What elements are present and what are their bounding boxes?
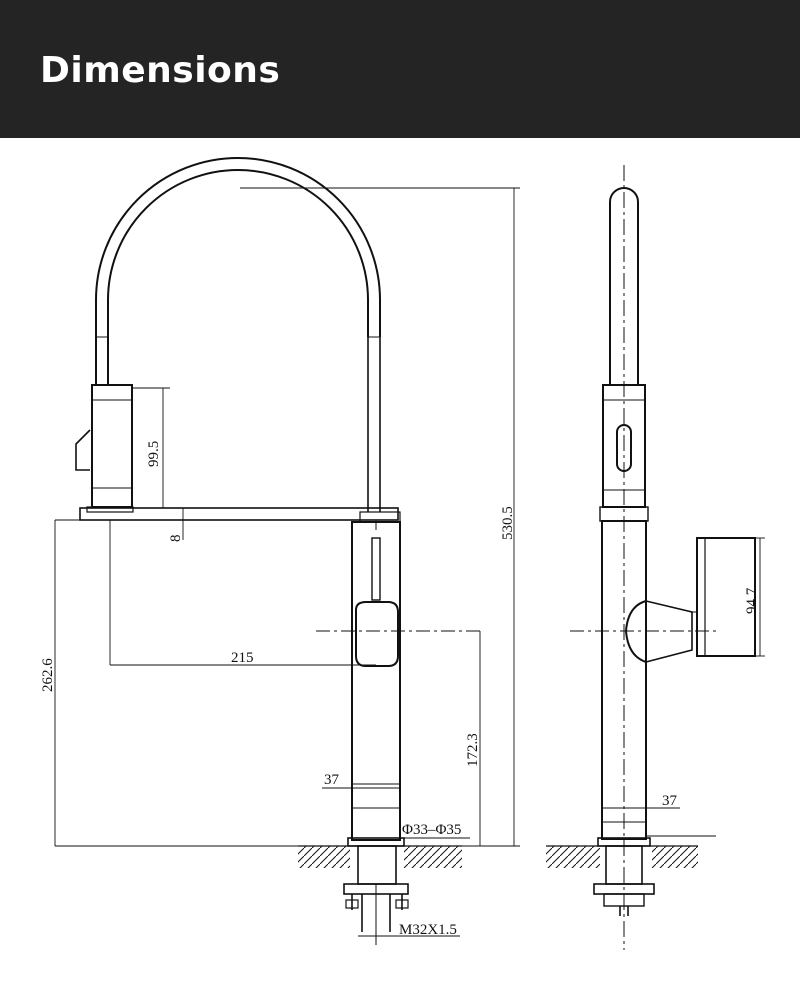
dim-handle-depth: 94.7 (744, 587, 760, 614)
handle-lever (371, 537, 381, 601)
side-spout (609, 187, 639, 385)
countertop-side-left (546, 846, 600, 868)
spray-head (91, 384, 133, 508)
countertop-left (298, 846, 350, 868)
dim-overall-height: 530.5 (500, 506, 516, 540)
dim-mount-hole: Φ33–Φ35 (402, 822, 461, 838)
dim-deck-thickness: 8 (168, 535, 184, 543)
side-spray-button (616, 424, 632, 472)
shank (357, 845, 397, 885)
side-body (601, 520, 647, 840)
header-bar: Dimensions (0, 0, 800, 138)
dim-body-diameter-front: 37 (324, 772, 340, 788)
dim-handle-height: 172.3 (465, 733, 481, 767)
dim-thread: M32X1.5 (399, 922, 457, 938)
dimension-labels: 99.5 8 530.5 262.6 215 172.3 37 Φ33–Φ35 … (40, 441, 760, 938)
spout-arch (95, 157, 381, 385)
faucet-technical-drawing: 99.5 8 530.5 262.6 215 172.3 37 Φ33–Φ35 … (40, 157, 765, 950)
dim-spout-reach: 215 (231, 650, 254, 666)
faucet-body (351, 521, 401, 841)
countertop-right (404, 846, 462, 868)
side-view (546, 165, 765, 950)
page-title: Dimensions (40, 50, 281, 91)
handle-base (355, 601, 399, 667)
spray-button (75, 429, 91, 471)
holder-bar (79, 507, 399, 521)
dim-spout-height: 262.6 (40, 658, 56, 692)
front-view (54, 157, 520, 945)
countertop-side-right (652, 846, 698, 868)
side-handle-lever (696, 537, 756, 657)
dim-body-diameter-side: 37 (662, 793, 678, 809)
dim-spray-head-height: 99.5 (146, 441, 162, 467)
